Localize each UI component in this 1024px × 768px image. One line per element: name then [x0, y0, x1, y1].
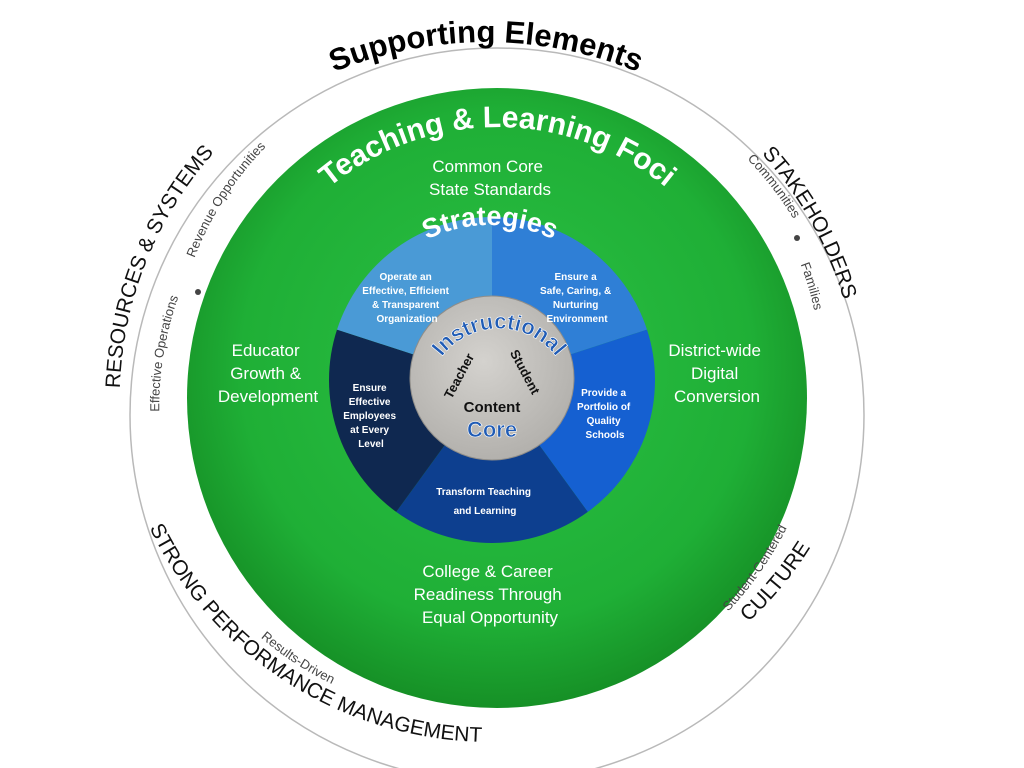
foci-digital-conversion: District-wide Digital Conversion: [668, 341, 765, 406]
families-label: Families: [798, 260, 826, 312]
strategy-label-schools: Provide a Portfolio of Quality Schools: [577, 388, 633, 441]
strategy-label-organization: Operate an Effective, Efficient & Transp…: [362, 272, 451, 325]
supporting-elements-title: Supporting Elements: [324, 14, 648, 78]
strategy-segment-schools: [396, 380, 588, 544]
strategy-label-teaching: Transform Teaching and Learning: [436, 487, 534, 517]
core-label: Core: [467, 417, 517, 442]
foci-educator-growth: Educator Growth & Development: [218, 341, 318, 406]
instructional-core-circle: [409, 295, 575, 461]
content-label: Content: [464, 399, 521, 416]
outer-ring: [129, 47, 865, 768]
bullet-dot: [794, 235, 800, 241]
foci-college-career: College & Career Readiness Through Equal…: [414, 562, 567, 627]
strategy-label-employees: Ensure Effective Employees at Every Leve…: [343, 383, 399, 450]
effective-operations-label: Effective Operations: [147, 293, 181, 412]
strategy-label-environment: Ensure a Safe, Caring, & Nurturing Envir…: [540, 272, 614, 325]
foci-common-core: Common Core State Standards: [429, 157, 551, 199]
bullet-dot: [195, 289, 201, 295]
